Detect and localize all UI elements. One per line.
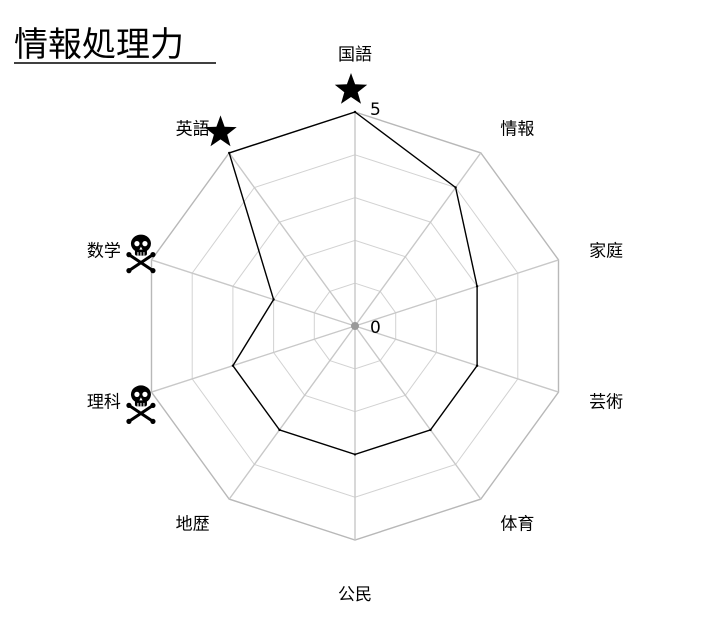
radar-series bbox=[228, 110, 479, 456]
tick-label-5: 5 bbox=[370, 100, 381, 120]
axis-markers bbox=[126, 73, 368, 425]
axis-label-理科: 理科 bbox=[87, 392, 121, 412]
center-point bbox=[351, 322, 359, 330]
data-point-地歴 bbox=[278, 428, 281, 432]
axis-label-数学: 数学 bbox=[87, 242, 121, 262]
chart-title: 情報処理力 bbox=[14, 25, 184, 65]
spoke-体育 bbox=[354, 325, 482, 500]
star-icon bbox=[204, 115, 237, 147]
data-point-数学 bbox=[272, 298, 275, 301]
axis-label-公民: 公民 bbox=[338, 585, 372, 605]
data-point-家庭 bbox=[475, 285, 479, 288]
spoke-理科 bbox=[151, 325, 356, 393]
spoke-英語 bbox=[228, 152, 356, 327]
radar-grid bbox=[150, 111, 560, 541]
axis-label-家庭: 家庭 bbox=[589, 242, 623, 262]
series-polygon bbox=[228, 111, 478, 456]
axis-label-英語: 英語 bbox=[176, 120, 210, 140]
axis-label-芸術: 芸術 bbox=[589, 392, 623, 412]
data-point-理科 bbox=[231, 364, 235, 367]
axis-label-国語: 国語 bbox=[338, 45, 372, 65]
skull-crossbones-icon bbox=[126, 385, 156, 425]
spoke-数学 bbox=[151, 259, 356, 327]
data-point-公民 bbox=[353, 453, 357, 456]
spoke-情報 bbox=[354, 152, 482, 327]
axis-label-地歴: 地歴 bbox=[176, 514, 210, 534]
axis-label-情報: 情報 bbox=[500, 120, 534, 140]
axis-label-体育: 体育 bbox=[500, 514, 534, 534]
data-point-情報 bbox=[454, 186, 457, 189]
data-point-体育 bbox=[429, 428, 432, 432]
data-point-芸術 bbox=[475, 364, 479, 367]
star-icon bbox=[334, 73, 368, 104]
spoke-芸術 bbox=[354, 325, 559, 393]
data-point-国語 bbox=[353, 110, 357, 114]
tick-label-0: 0 bbox=[370, 318, 381, 338]
spoke-家庭 bbox=[354, 259, 559, 327]
data-point-英語 bbox=[228, 151, 231, 155]
skull-crossbones-icon bbox=[126, 234, 156, 274]
spoke-地歴 bbox=[228, 325, 356, 500]
